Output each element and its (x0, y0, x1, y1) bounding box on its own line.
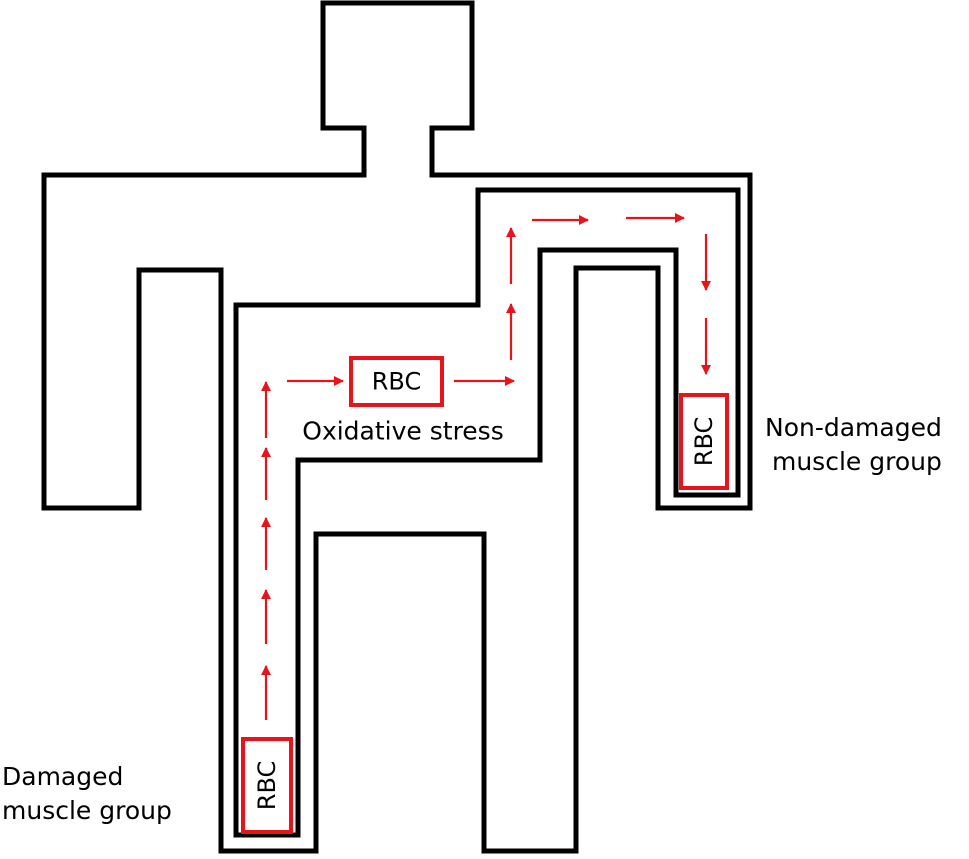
non-damaged-muscle-group-label: Non-damaged muscle group (765, 411, 942, 479)
rbc-nondamaged-box (679, 393, 729, 490)
damaged-label-line2: muscle group (2, 796, 172, 825)
rbc-damaged: RBC (241, 737, 293, 834)
nondamaged-label-line1: Non-damaged (765, 413, 942, 442)
vessel-outer-wall (233, 187, 741, 838)
body-silhouette (41, 0, 753, 854)
oxidative-stress-label: Oxidative stress (302, 417, 503, 446)
damaged-label-line1: Damaged (2, 762, 124, 791)
nondamaged-label-line2: muscle group (771, 447, 942, 476)
rbc-nondamaged: RBC (679, 393, 729, 490)
flow-arrows (260, 212, 712, 720)
rbc-damaged-box (241, 737, 293, 834)
damaged-muscle-group-label: Damaged muscle group (2, 760, 172, 828)
rbc-transit-label: RBC (372, 368, 421, 396)
rbc-damaged-label: RBC (253, 761, 281, 810)
rbc-transit-box (349, 356, 444, 407)
rbc-nondamaged-label: RBC (690, 417, 718, 466)
rbc-transit: RBC (349, 356, 444, 407)
